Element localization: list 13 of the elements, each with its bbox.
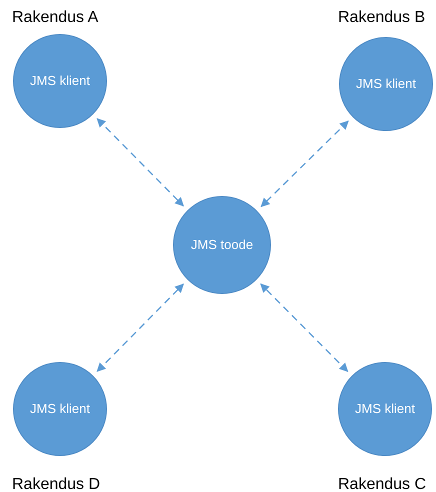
application-label: Rakendus A xyxy=(12,8,98,28)
dashed-arrow xyxy=(260,283,348,372)
dashed-arrow xyxy=(96,118,184,206)
node-label: JMS klient xyxy=(356,75,416,94)
node-label: JMS toode xyxy=(190,236,254,254)
application-label: Rakendus C xyxy=(338,475,426,492)
node-label: JMS klient xyxy=(355,400,415,418)
application-label: Rakendus B xyxy=(338,8,426,28)
node-label: JMS klient xyxy=(30,72,90,90)
node-label: JMS klient xyxy=(30,400,90,418)
dashed-arrow xyxy=(260,120,349,208)
application-label: Rakendus D xyxy=(12,475,100,492)
dashed-arrow xyxy=(96,284,184,372)
